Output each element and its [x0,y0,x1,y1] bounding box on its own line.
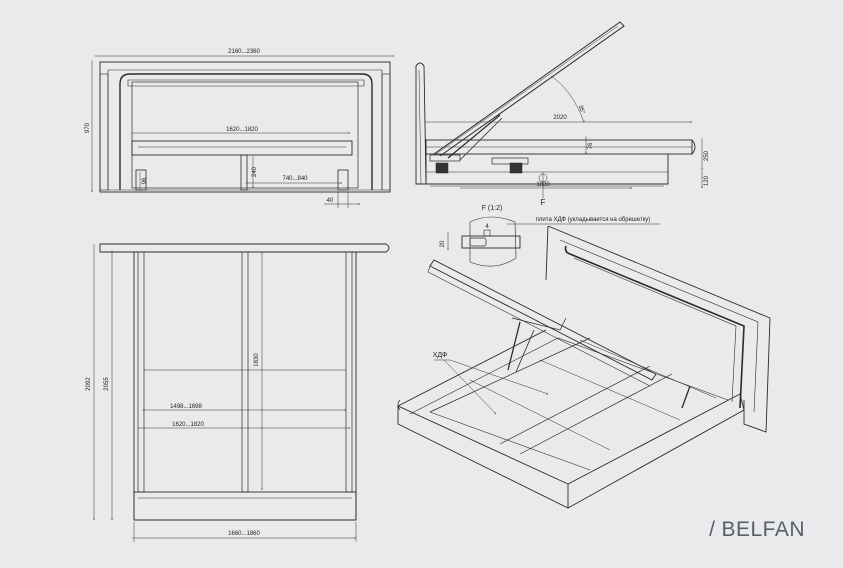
side-dimensions [426,75,702,198]
side-frame-label: 76 [588,142,594,149]
iso-view [397,225,771,509]
top-inner-width-b-label: 1620...1820 [172,422,204,428]
detail-note: плита ХДФ (укладывается на обрешетку) [536,217,651,223]
brand-logo: /BELFAN [709,518,805,542]
front-leg-height-label: 96 [142,177,148,184]
front-gap-label: 740...840 [282,176,308,182]
front-leg-width-label: 40 [327,198,334,204]
front-inner-width-label: 1620...1820 [226,127,258,133]
side-length-label: 2020 [553,115,567,121]
top-dimensions [94,246,356,542]
side-leg-label: 120 [704,175,710,186]
detail-inner-label: 4 [485,224,489,230]
brand-slash: / [709,518,716,541]
iso-callouts [434,359,548,414]
top-width-label: 1660...1860 [228,531,260,537]
front-view [99,61,391,193]
side-angle-label: 35° [577,104,586,115]
front-rail-height-label: 240 [252,166,258,177]
front-width-label: 2160...2360 [228,49,260,55]
top-inner-width-a-label: 1498...1698 [170,404,202,410]
side-base-label: 1830 [536,182,550,188]
top-length-label: 2055 [104,377,110,391]
detail-title: F (1:2) [482,205,503,212]
side-height-label: 250 [704,150,710,161]
top-view [99,243,390,521]
side-view [415,21,696,187]
detail-height-label: 20 [440,240,446,247]
front-dimensions [92,56,394,208]
top-total-length-label: 2092 [86,377,92,391]
top-mattress-length-label: 1830 [254,353,260,367]
detail-f [448,216,660,267]
brand-name: BELFAN [721,518,805,541]
front-height-label: 970 [85,122,91,133]
side-section-ref: F [541,198,546,207]
iso-hdf-label: ХДФ [433,352,448,359]
